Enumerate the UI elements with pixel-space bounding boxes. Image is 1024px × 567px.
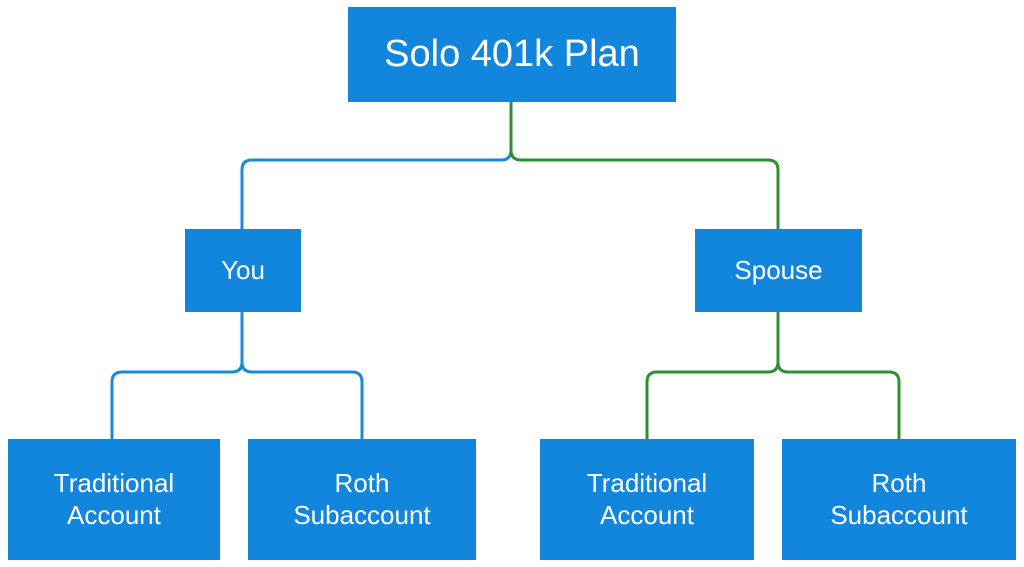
- node-label-line2: Account: [600, 499, 694, 530]
- node-spouse: Spouse: [695, 229, 862, 312]
- connector-spouse-traditional: [645, 312, 780, 439]
- node-you: You: [185, 229, 301, 312]
- node-spouse-label: Spouse: [734, 254, 823, 285]
- node-label-line1: Traditional: [586, 467, 708, 498]
- connector-you-roth: [240, 312, 364, 439]
- connector-root-you: [240, 102, 513, 229]
- node-label-line1: Roth: [334, 467, 390, 498]
- root-node-solo-401k-plan: Solo 401k Plan: [348, 7, 676, 102]
- connector-you-traditional: [110, 312, 244, 439]
- node-you-roth-subaccount: Roth Subaccount: [248, 439, 476, 560]
- connector-root-spouse: [509, 102, 780, 229]
- node-you-label: You: [221, 254, 265, 285]
- node-label-line1: Roth: [871, 467, 927, 498]
- node-spouse-roth-subaccount: Roth Subaccount: [782, 439, 1016, 560]
- root-node-label: Solo 401k Plan: [384, 33, 640, 76]
- node-label-line2: Subaccount: [293, 499, 431, 530]
- node-you-traditional-account: Traditional Account: [8, 439, 220, 560]
- connector-spouse-roth: [776, 312, 901, 439]
- node-label-line2: Subaccount: [830, 499, 968, 530]
- node-label-line2: Account: [67, 499, 161, 530]
- node-label-line1: Traditional: [53, 467, 175, 498]
- node-spouse-traditional-account: Traditional Account: [540, 439, 754, 560]
